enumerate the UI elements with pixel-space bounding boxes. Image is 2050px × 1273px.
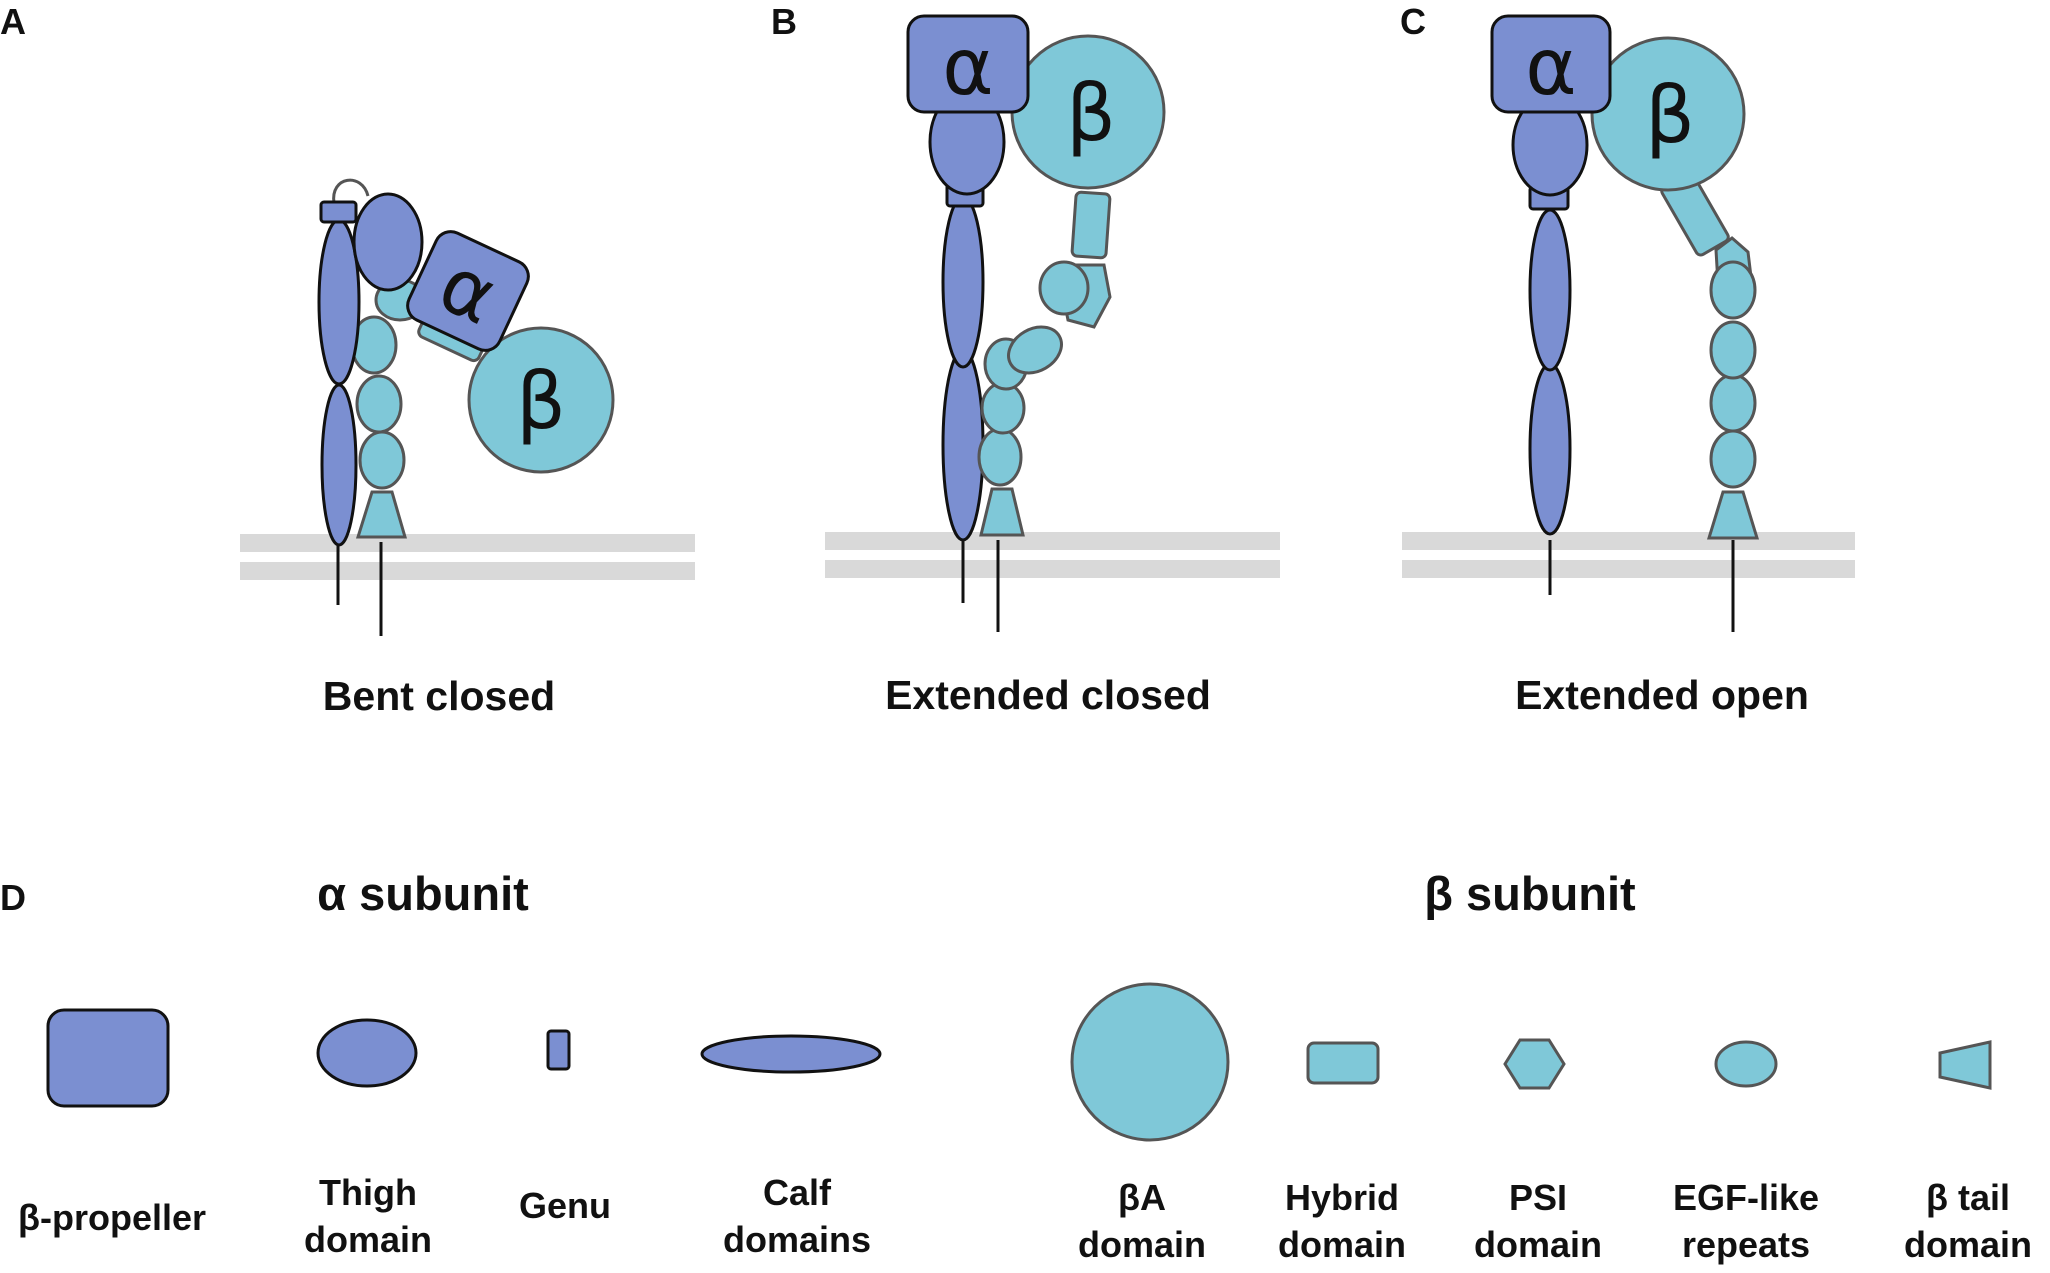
legend-label-hybrid-line1: Hybrid <box>1285 1177 1399 1218</box>
egf-repeat-2 <box>355 374 403 434</box>
egf-repeat-top <box>1038 260 1090 316</box>
legend-label-psi-line2: domain <box>1474 1224 1602 1265</box>
legend-label-calf-line1: Calf <box>763 1172 832 1213</box>
egf-repeat-3 <box>977 427 1023 487</box>
membrane-inner-leaflet <box>825 560 1280 578</box>
egf-repeat-3 <box>358 430 406 490</box>
panel-d-legend: D α subunit β subunit β-propeller Thigh … <box>0 867 2032 1265</box>
beta-propeller <box>906 14 1030 114</box>
legend-label-psi-line1: PSI <box>1509 1177 1567 1218</box>
membrane-outer-leaflet <box>240 534 695 552</box>
panel-c-letter: C <box>1400 1 1426 42</box>
state-label-extended-open: Extended open <box>1515 672 1809 718</box>
egf-repeat-0 <box>1007 325 1063 375</box>
legend-genu-shape <box>546 1029 571 1071</box>
thigh-domain <box>352 192 424 292</box>
state-label-bent-closed: Bent closed <box>323 673 555 719</box>
beta-tail-domain <box>355 490 407 539</box>
panel-c: C β α Extended open <box>1400 1 1855 718</box>
legend-label-beta-a-line1: βA <box>1118 1177 1166 1218</box>
calf-domain-1 <box>941 195 985 369</box>
alpha-symbol: α <box>1525 23 1576 113</box>
alpha-subunit-heading: α subunit <box>317 867 529 920</box>
alpha-genu-loop <box>332 178 370 204</box>
beta-symbol: β <box>1066 69 1116 159</box>
legend-psi-shape <box>1503 1038 1566 1090</box>
beta-propeller <box>1490 14 1612 114</box>
calf-domain-2 <box>320 383 358 547</box>
beta-symbol: β <box>1645 71 1695 161</box>
egf-repeat-4 <box>1709 429 1757 489</box>
beta-tail-domain <box>979 487 1025 537</box>
beta-a-domain <box>467 326 615 474</box>
egf-repeat-1 <box>1709 260 1757 320</box>
legend-label-thigh-line1: Thigh <box>319 1172 417 1213</box>
legend-label-thigh-line2: domain <box>304 1219 432 1260</box>
membrane-outer-leaflet <box>1402 532 1855 550</box>
legend-thigh-shape <box>316 1018 418 1088</box>
legend-label-beta-a-line2: domain <box>1078 1224 1206 1265</box>
legend-label-beta-tail-line1: β tail <box>1926 1177 2010 1218</box>
calf-domain-2 <box>941 348 985 542</box>
legend-calf-shape <box>700 1034 882 1074</box>
legend-beta-propeller-shape <box>46 1008 170 1108</box>
legend-beta-tail-shape <box>1938 1040 1992 1090</box>
calf-domain-1 <box>1528 208 1572 372</box>
beta-propeller <box>406 230 530 352</box>
genu <box>319 200 358 224</box>
panel-b-letter: B <box>771 1 797 42</box>
beta-a-domain <box>1590 36 1746 192</box>
legend-beta-a-shape <box>1070 982 1230 1142</box>
legend-label-calf-line2: domains <box>723 1219 871 1260</box>
legend-hybrid-shape <box>1306 1041 1380 1085</box>
egf-repeat-2 <box>980 381 1026 435</box>
beta-tail-domain <box>1706 490 1760 540</box>
calf-domain-2 <box>1528 362 1572 536</box>
panel-b: B β α Extended closed <box>771 1 1280 718</box>
alpha-symbol: α <box>942 23 993 113</box>
membrane-outer-leaflet <box>825 532 1280 550</box>
egf-repeat-2 <box>1709 320 1757 380</box>
beta-subunit-heading: β subunit <box>1424 867 1636 920</box>
membrane-inner-leaflet <box>240 562 695 580</box>
panel-a: A β α Bent closed <box>0 1 695 719</box>
legend-egf-shape <box>1714 1040 1778 1088</box>
legend-label-genu: Genu <box>519 1185 611 1226</box>
legend-label-egf-line2: repeats <box>1682 1224 1810 1265</box>
panel-d-letter: D <box>0 877 26 918</box>
legend-label-beta-propeller: β-propeller <box>18 1197 206 1238</box>
beta-symbol: β <box>516 357 566 447</box>
hybrid-domain <box>1070 190 1112 260</box>
state-label-extended-closed: Extended closed <box>885 672 1211 718</box>
legend-label-beta-tail-line2: domain <box>1904 1224 2032 1265</box>
egf-repeat-3 <box>1709 373 1757 433</box>
panel-a-letter: A <box>0 1 26 42</box>
legend-label-egf-line1: EGF-like <box>1673 1177 1819 1218</box>
legend-label-hybrid-line2: domain <box>1278 1224 1406 1265</box>
membrane-inner-leaflet <box>1402 560 1855 578</box>
